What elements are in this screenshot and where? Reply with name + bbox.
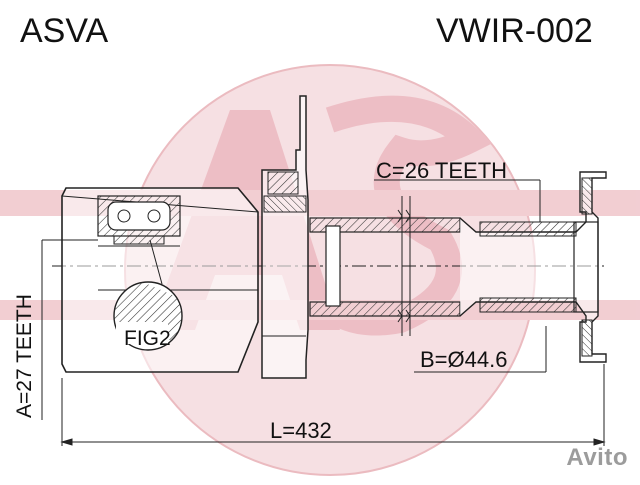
- dimension-lines: [41, 179, 606, 446]
- brand-label: ASVA: [20, 12, 109, 50]
- b-diameter-callout: B=Ø44.6: [420, 347, 508, 372]
- drive-shaft: [309, 196, 461, 336]
- fig2-detail-circle: [113, 239, 183, 351]
- fig2-label-bg: [116, 322, 168, 344]
- c-teeth-callout: C=26 TEETH: [376, 158, 508, 183]
- dust-boot: [261, 95, 309, 379]
- part-number: VWIR-002: [436, 12, 593, 50]
- avito-watermark: Avito: [566, 444, 628, 471]
- spline-end: [459, 171, 607, 363]
- a-teeth-callout: A=27 TEETH: [13, 294, 36, 418]
- figure-reference: FIG2: [124, 327, 171, 350]
- length-callout: L=432: [270, 418, 332, 443]
- joint-housing: [61, 187, 259, 373]
